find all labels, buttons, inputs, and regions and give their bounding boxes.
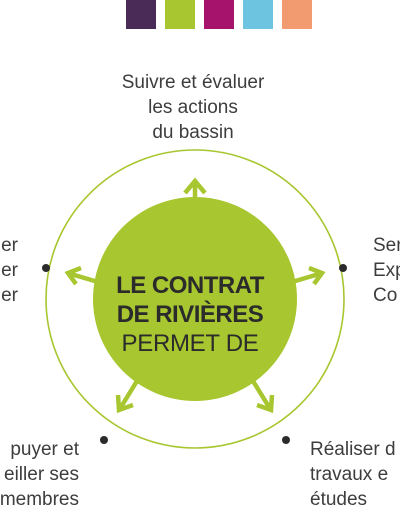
- label-line: les actions: [148, 97, 238, 118]
- center-title-line-1: LE CONTRAT: [116, 272, 264, 299]
- dot-right: [339, 264, 347, 272]
- label-line: études: [310, 489, 368, 510]
- arrow-bottom-left: [115, 379, 139, 414]
- center-title-line-2: DE RIVIÈRES: [116, 301, 264, 328]
- label-line: membres: [0, 489, 79, 510]
- label-line: Suivre et évaluer: [121, 72, 265, 93]
- label-line: puyer et: [10, 439, 79, 460]
- arrow-bottom-right: [251, 379, 275, 414]
- center-title-line-3: PERMET DE: [121, 330, 259, 357]
- label-line: er: [1, 235, 18, 256]
- label-left: er er er: [1, 233, 18, 308]
- label-line: du bassin: [152, 122, 234, 143]
- label-line: Co: [373, 285, 398, 306]
- outer-ring: [45, 149, 345, 449]
- color-swatch-green: [165, 0, 195, 29]
- label-line: Réaliser d: [310, 439, 396, 460]
- color-swatch-orange: [282, 0, 312, 29]
- label-line: er: [1, 285, 18, 306]
- dot-bottom-right: [282, 436, 290, 444]
- center-title: LE CONTRAT DE RIVIÈRES PERMET DE: [95, 271, 285, 358]
- label-line: Exp: [373, 260, 400, 281]
- color-swatch-purple: [126, 0, 156, 29]
- label-works-studies: Réaliser d travaux e études: [310, 437, 396, 512]
- arrow-right: [291, 265, 326, 286]
- label-line: er: [1, 260, 18, 281]
- arrow-top: [183, 177, 207, 197]
- label-line: eiller ses: [4, 464, 79, 485]
- dot-bottom-left: [100, 436, 108, 444]
- label-line: travaux e: [310, 464, 389, 485]
- label-line: Ser: [373, 235, 400, 256]
- dot-left: [42, 264, 50, 272]
- label-follow-evaluate: Suivre et évaluer les actions du bassin: [0, 70, 386, 145]
- center-disc: [93, 197, 297, 401]
- arrow-left: [64, 265, 99, 286]
- color-swatch-magenta: [204, 0, 234, 29]
- color-swatch-cyan: [243, 0, 273, 29]
- label-support-advise: puyer et eiller ses membres: [0, 437, 79, 512]
- label-right: Ser Exp Co: [373, 233, 400, 308]
